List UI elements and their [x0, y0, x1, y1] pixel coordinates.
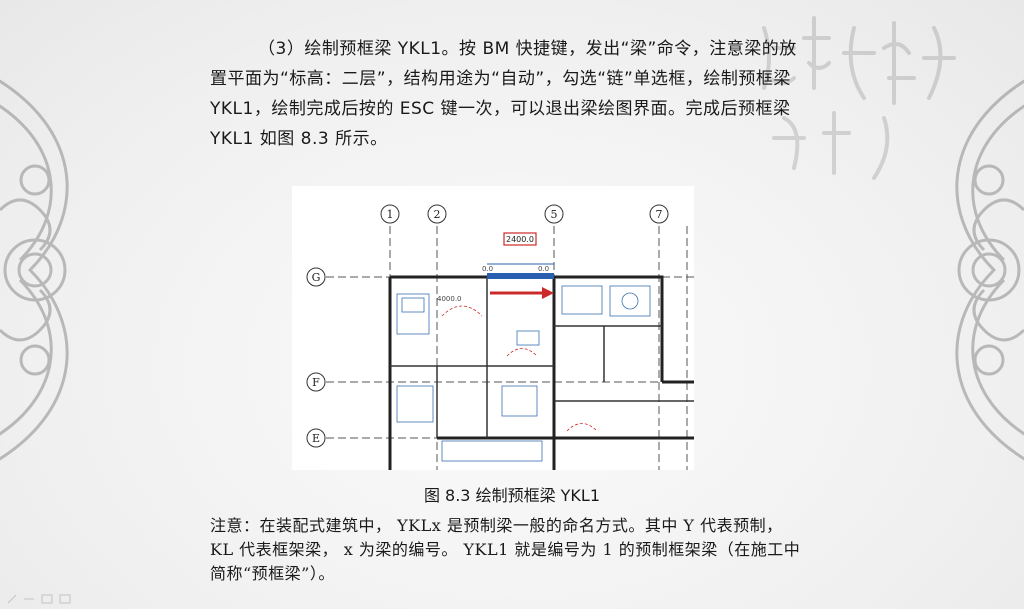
grid-label-7: 7 [656, 208, 663, 221]
small-label-b: 0.0 [538, 265, 549, 273]
floor-plan-figure: 1 2 5 7 G F E [292, 186, 694, 470]
beam-ykl1 [487, 273, 554, 279]
grid-label-g: G [312, 271, 321, 284]
grid-label-f: F [312, 376, 320, 389]
grid-label-5: 5 [551, 208, 558, 221]
calligraphy-watermark-icon [762, 16, 956, 180]
grid-label-e: E [312, 432, 320, 445]
paragraph-instructions: （3）绘制预框梁 YKL1。按 BM 快捷键，发出“梁”命令，注意梁的放置平面为… [210, 39, 797, 149]
left-ornament-icon [0, 79, 69, 461]
red-arrow-icon [490, 287, 554, 299]
grid-label-2: 2 [434, 208, 441, 221]
small-label-a: 0.0 [482, 265, 493, 273]
dimension-label: 2400.0 [506, 235, 534, 244]
paragraph-note: 注意：在装配式建筑中， YKLx 是预制梁一般的命名方式。其中 Y 代表预制， … [210, 516, 801, 583]
slide-tools-icon[interactable] [6, 593, 86, 605]
right-ornament-icon [955, 79, 1024, 461]
figure-caption: 图 8.3 绘制预框梁 YKL1 [423, 486, 601, 505]
grid-label-1: 1 [387, 208, 394, 221]
inner-dimension-label: 4000.0 [437, 295, 462, 303]
